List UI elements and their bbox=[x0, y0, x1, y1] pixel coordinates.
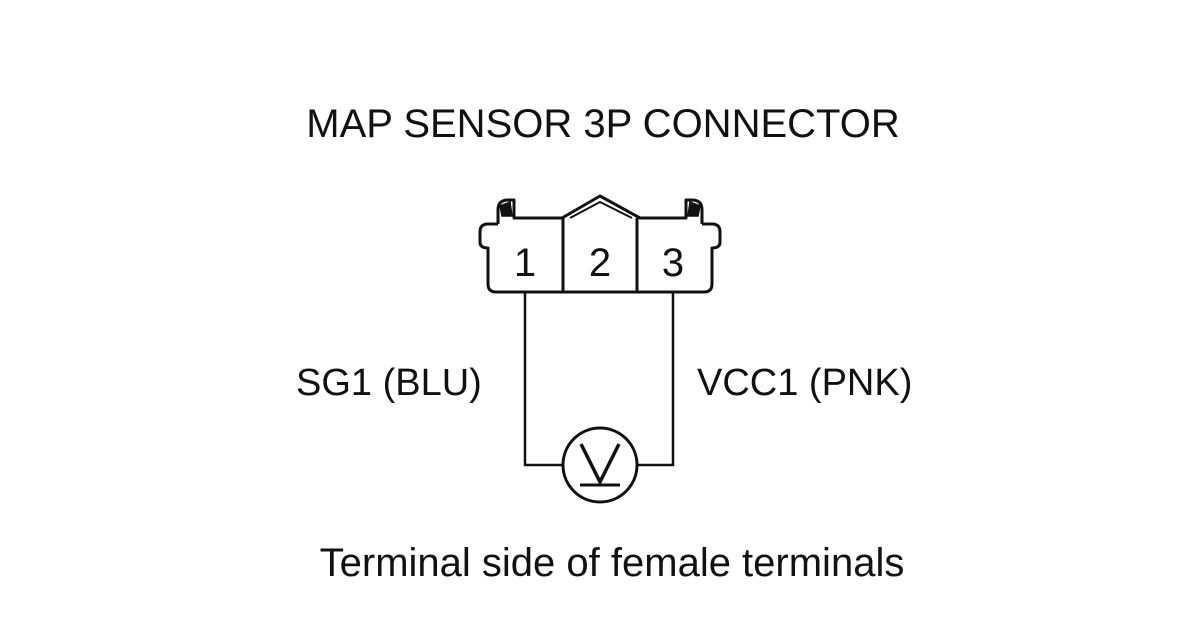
wire-terminal-3 bbox=[637, 292, 675, 467]
terminal-2-label: 2 bbox=[589, 241, 611, 285]
wire-label-sg1: SG1 (BLU) bbox=[296, 362, 482, 404]
terminal-1-label: 1 bbox=[514, 241, 536, 285]
terminal-3-label: 3 bbox=[662, 241, 684, 285]
wire-terminal-1 bbox=[523, 292, 563, 467]
connector-housing bbox=[478, 194, 722, 294]
wire-label-vcc1: VCC1 (PNK) bbox=[697, 362, 913, 404]
diagram-caption: Terminal side of female terminals bbox=[319, 541, 905, 585]
voltmeter-icon bbox=[561, 426, 639, 504]
diagram-title: MAP SENSOR 3P CONNECTOR bbox=[306, 102, 900, 146]
